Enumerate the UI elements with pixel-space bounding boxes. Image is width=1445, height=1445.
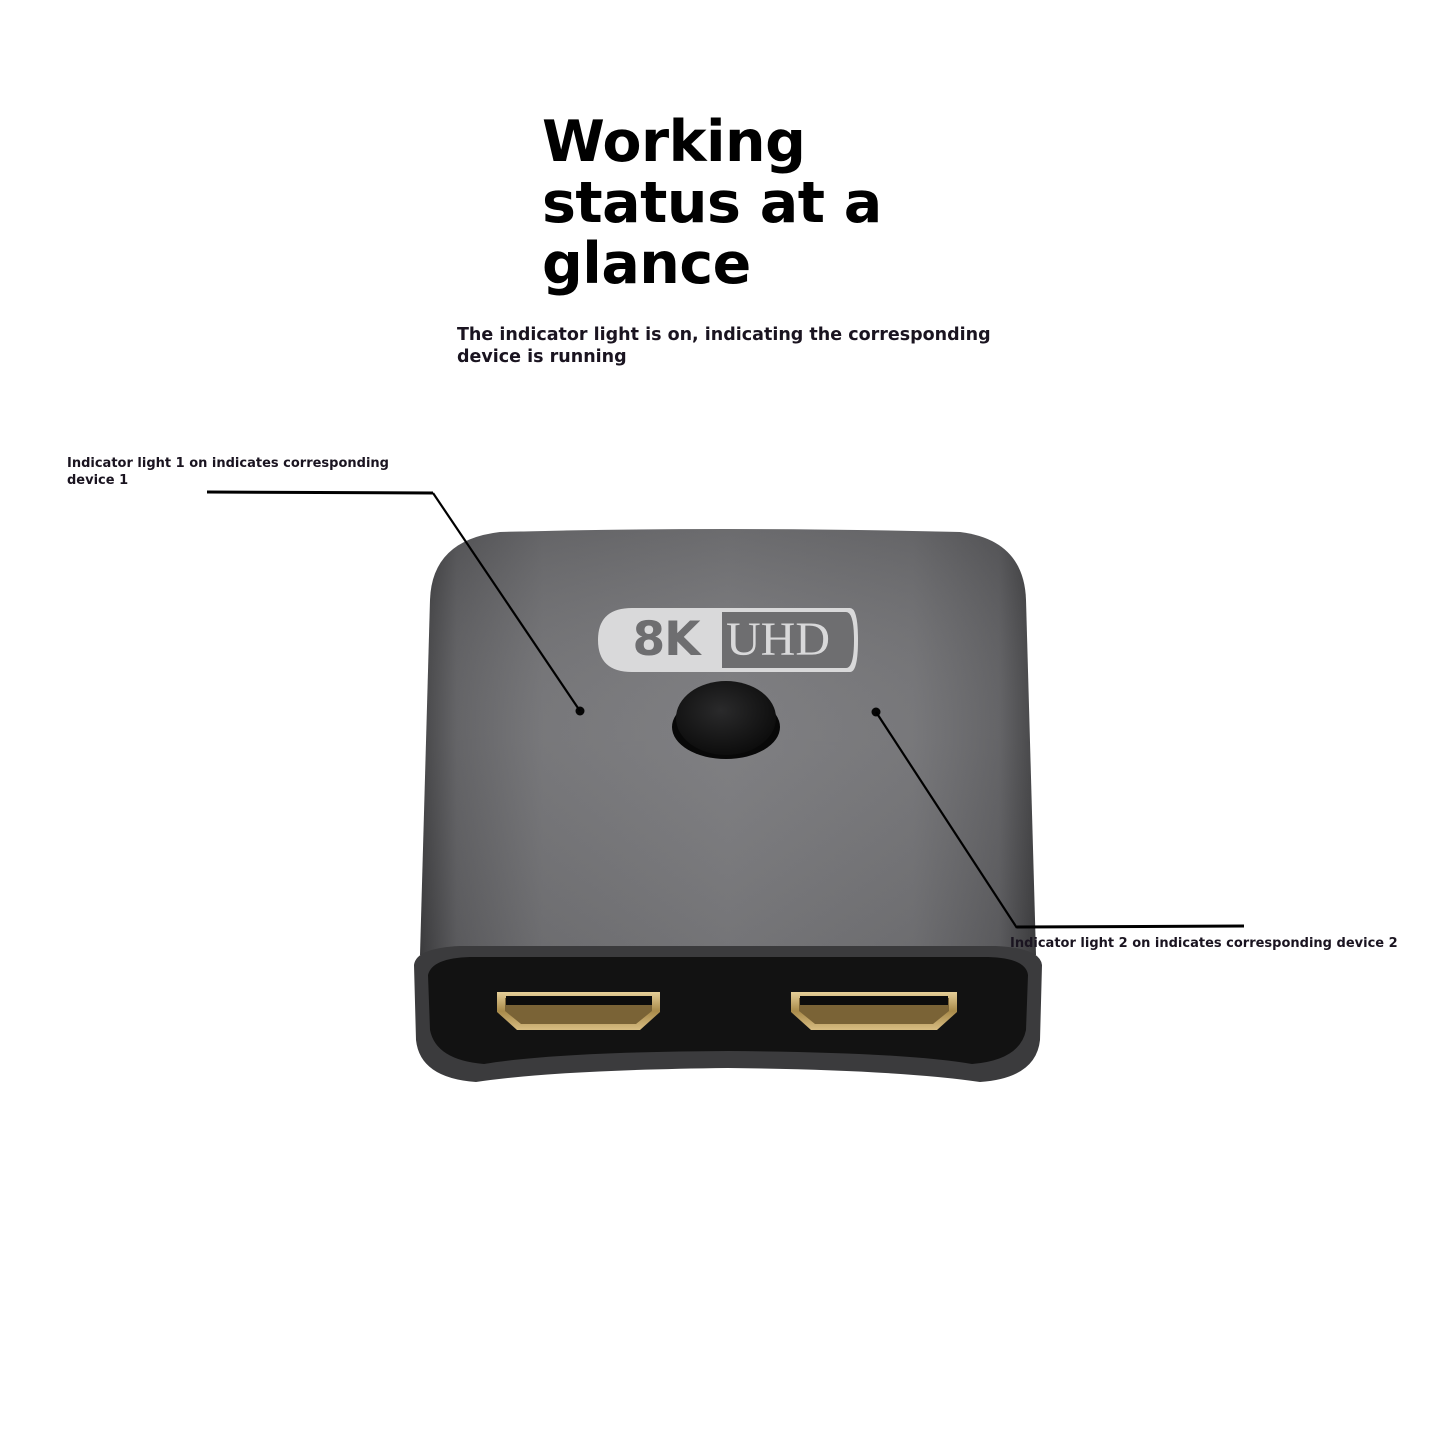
callout-line-2 bbox=[875, 711, 1245, 929]
callout-2-line-1: Indicator light 2 on indicates correspon… bbox=[1010, 936, 1398, 951]
headline-line-1: Working bbox=[542, 109, 806, 175]
callout-1-line-2: device 1 bbox=[67, 473, 129, 488]
headline-line-3: glance bbox=[542, 231, 751, 297]
badge-uhd-label: UHD bbox=[726, 613, 830, 666]
hdmi-port-1[interactable] bbox=[497, 992, 660, 1030]
8k-uhd-badge bbox=[598, 608, 858, 672]
subtitle-line-1: The indicator light is on, indicating th… bbox=[457, 325, 991, 345]
hdmi-port-2[interactable] bbox=[791, 992, 957, 1030]
headline: Working status at a glance bbox=[542, 112, 942, 295]
badge-8k-label: 8K bbox=[632, 612, 700, 667]
callout-1-line-1: Indicator light 1 on indicates correspon… bbox=[67, 456, 389, 471]
subtitle: The indicator light is on, indicating th… bbox=[457, 324, 1017, 368]
callout-indicator-2: Indicator light 2 on indicates correspon… bbox=[1010, 935, 1430, 952]
callout-indicator-1: Indicator light 1 on indicates correspon… bbox=[67, 455, 427, 489]
switch-button[interactable] bbox=[672, 681, 780, 759]
callout-line-1 bbox=[206, 490, 581, 712]
headline-line-2: status at a bbox=[542, 170, 882, 236]
subtitle-line-2: device is running bbox=[457, 347, 627, 367]
